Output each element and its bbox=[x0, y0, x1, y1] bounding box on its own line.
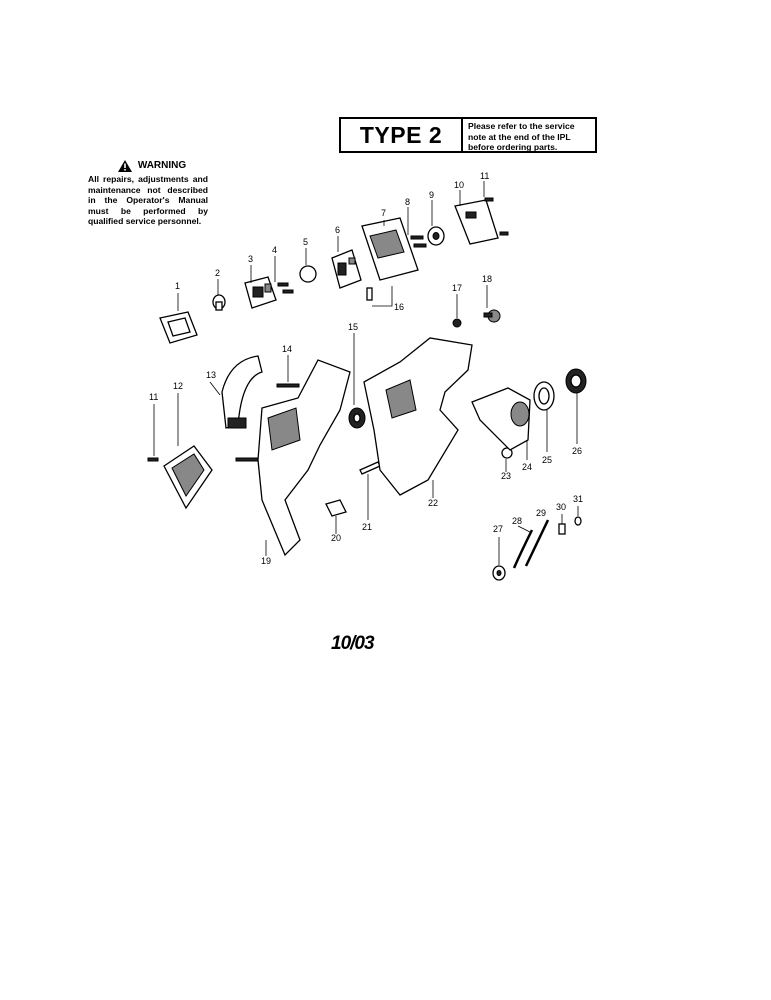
part-28-tube bbox=[512, 525, 534, 569]
callout-10: 10 bbox=[454, 180, 464, 190]
part-23-nut bbox=[501, 447, 513, 472]
callout-16: 16 bbox=[394, 302, 404, 312]
part-8-screws bbox=[407, 207, 427, 248]
part-14-screw bbox=[276, 355, 300, 388]
part-2-knob bbox=[212, 279, 226, 311]
part-12-guard bbox=[163, 393, 213, 510]
callout-15: 15 bbox=[348, 322, 358, 332]
part-15-impeller bbox=[348, 333, 366, 429]
callout-11-left: 11 bbox=[149, 392, 158, 402]
callout-14: 14 bbox=[282, 344, 292, 354]
callout-21: 21 bbox=[362, 522, 372, 532]
part-24-adapter bbox=[471, 387, 531, 460]
part-31-oring bbox=[574, 506, 582, 526]
part-16-pin bbox=[366, 286, 393, 307]
part-25-ring bbox=[533, 381, 555, 452]
callout-2: 2 bbox=[215, 268, 220, 278]
warning-title: WARNING bbox=[137, 159, 187, 171]
part-17-nut bbox=[452, 294, 462, 328]
callout-28: 28 bbox=[512, 516, 522, 526]
callout-18: 18 bbox=[482, 274, 492, 284]
warning-header: WARNING bbox=[88, 160, 208, 172]
part-3-housing bbox=[244, 265, 277, 309]
part-22-right-housing bbox=[363, 337, 473, 498]
callout-24: 24 bbox=[522, 462, 532, 472]
service-note: Please refer to the service note at the … bbox=[468, 121, 575, 152]
callout-11-top: 11 bbox=[480, 171, 489, 181]
warning-block: WARNING All repairs, adjustments and mai… bbox=[88, 160, 208, 227]
callout-4: 4 bbox=[272, 245, 277, 255]
callout-30: 30 bbox=[556, 502, 566, 512]
callout-20: 20 bbox=[331, 533, 341, 543]
part-6-carburetor bbox=[331, 236, 362, 289]
part-19-left-housing bbox=[235, 359, 351, 557]
warning-triangle-icon bbox=[117, 160, 132, 172]
part-27-washer bbox=[492, 537, 506, 581]
callout-29: 29 bbox=[536, 508, 546, 518]
callout-12: 12 bbox=[173, 381, 183, 391]
callout-3: 3 bbox=[248, 254, 253, 264]
part-18-knob bbox=[483, 285, 501, 323]
part-1-filter bbox=[159, 293, 198, 344]
callout-5: 5 bbox=[303, 237, 308, 247]
callout-8: 8 bbox=[405, 197, 410, 207]
type-label: TYPE 2 bbox=[341, 119, 463, 151]
part-11-screw-left bbox=[147, 404, 159, 462]
callout-7: 7 bbox=[381, 208, 386, 218]
callout-23: 23 bbox=[501, 471, 511, 481]
part-30-fitting bbox=[558, 514, 566, 535]
part-21-pin bbox=[359, 461, 381, 520]
callout-17: 17 bbox=[452, 283, 462, 293]
callout-22: 22 bbox=[428, 498, 438, 508]
part-29-tube bbox=[524, 519, 550, 567]
callout-26: 26 bbox=[572, 446, 582, 456]
part-20-latch bbox=[325, 499, 347, 534]
part-13-handle bbox=[209, 355, 263, 429]
callout-27: 27 bbox=[493, 524, 503, 534]
warning-text: All repairs, adjustments and maintenance… bbox=[88, 174, 208, 227]
part-10-bracket bbox=[454, 190, 499, 245]
part-5-cap bbox=[299, 248, 317, 283]
type-box: TYPE 2 Please refer to the service note … bbox=[339, 117, 597, 153]
part-26-gear bbox=[565, 368, 587, 444]
part-9-washer bbox=[427, 200, 445, 246]
callout-31: 31 bbox=[573, 494, 583, 504]
part-4-screws bbox=[274, 256, 294, 294]
callout-19: 19 bbox=[261, 556, 271, 566]
date-code: 10/03 bbox=[331, 633, 375, 654]
callout-9: 9 bbox=[429, 190, 434, 200]
callout-6: 6 bbox=[335, 225, 340, 235]
callout-13: 13 bbox=[206, 370, 216, 380]
part-11-screws-top bbox=[483, 181, 509, 236]
part-7-cover-plate bbox=[361, 217, 419, 281]
callout-25: 25 bbox=[542, 455, 552, 465]
callout-1: 1 bbox=[175, 281, 180, 291]
